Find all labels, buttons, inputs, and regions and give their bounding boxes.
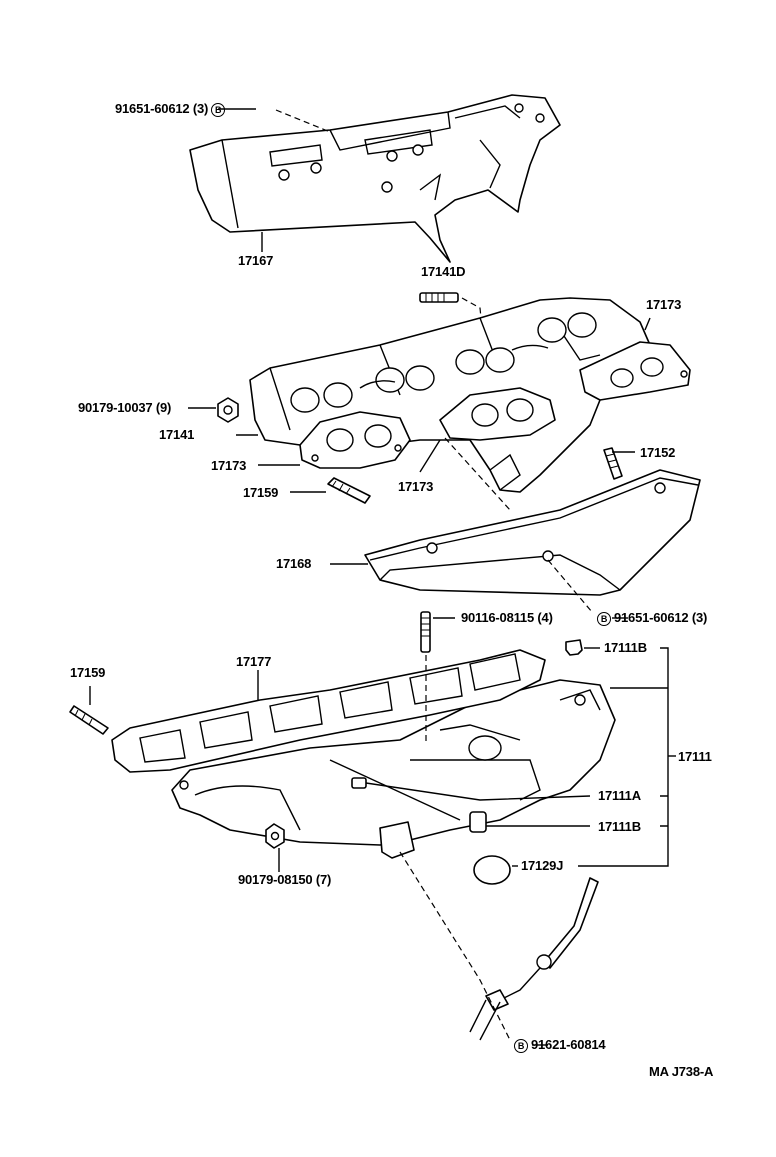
label-17111A: 17111A [598, 788, 641, 803]
label-90116-08115: 90116-08115 (4) [461, 610, 553, 625]
gasket-17173-right [579, 341, 691, 401]
gasket-17173-mid [439, 387, 556, 441]
dipstick-guide [469, 877, 599, 1041]
label-17159-top: 17159 [243, 485, 279, 500]
label-90179-10037: 90179-10037 (9) [78, 400, 172, 415]
gasket-17173-left [299, 411, 411, 469]
bolt-icon: B [514, 1038, 528, 1053]
label-17141D: 17141D [421, 264, 466, 279]
label-17152: 17152 [640, 445, 676, 460]
label-90179-08150: 90179-08150 (7) [238, 872, 332, 887]
bolt-icon: B [597, 611, 611, 626]
gasket-17177 [111, 649, 546, 773]
label-17159-bottom: 17159 [70, 665, 106, 680]
plug-17111B-top [565, 639, 583, 656]
plug-17111A [351, 777, 367, 789]
label-17177: 17177 [236, 654, 272, 669]
label-17173-top: 17173 [646, 297, 682, 312]
stud-17159-bottom [69, 705, 109, 735]
label-17168: 17168 [276, 556, 312, 571]
nut-90179-10037 [217, 397, 239, 423]
label-17173-left: 17173 [211, 458, 247, 473]
label-17111B-top: 17111B [604, 640, 647, 655]
label-17141: 17141 [159, 427, 195, 442]
stud-17152 [603, 447, 623, 480]
label-17173-mid: 17173 [398, 479, 434, 494]
heat-insulator-17167 [189, 94, 561, 263]
stud-17159-top [327, 477, 371, 504]
intake-manifold-17111 [171, 679, 616, 859]
bolt-icon: B [211, 102, 226, 117]
label-17129J: 17129J [521, 858, 564, 873]
diagram-code: MA J738-A [649, 1064, 714, 1079]
plug-17129J [473, 855, 511, 885]
label-91651-60612-top: 91651-60612 (3)B [115, 102, 228, 117]
heat-insulator-17168 [364, 469, 701, 596]
part-number: 91651-60612 (3) [614, 610, 708, 625]
stud-17141D [419, 292, 459, 303]
label-17167: 17167 [238, 253, 274, 268]
plug-17111B-bottom [469, 811, 487, 833]
nut-90179-08150 [265, 823, 285, 849]
part-number: 91651-60612 (3) [115, 101, 209, 116]
label-17111: 17111 [678, 749, 712, 764]
part-number: 91621-60814 [531, 1037, 606, 1052]
stud-90116-08115 [420, 611, 431, 653]
label-17111B-bottom: 17111B [598, 819, 641, 834]
